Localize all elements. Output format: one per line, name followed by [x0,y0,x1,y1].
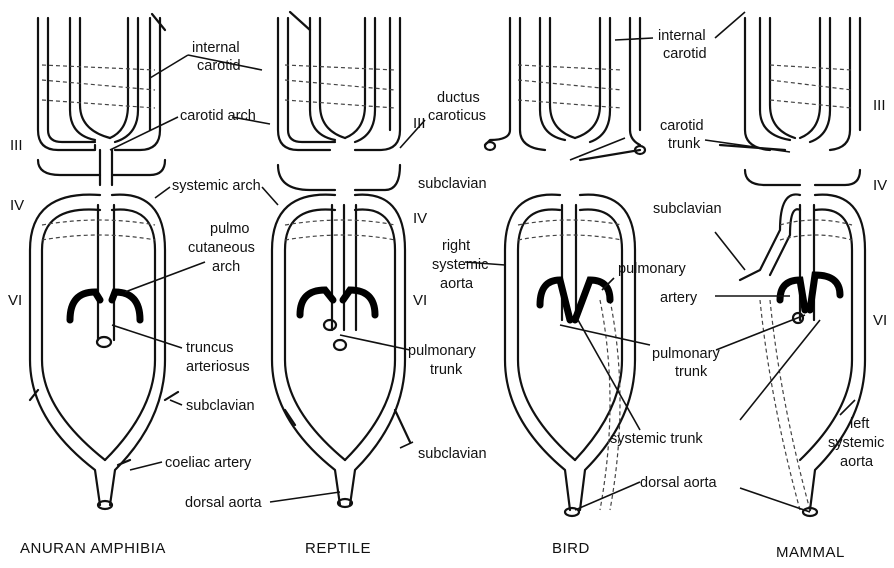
label-ductus-2: caroticus [428,108,486,124]
label-pulmo-1: pulmo [210,221,250,237]
mam-arch-III: III [873,97,886,114]
caption-reptile: REPTILE [305,540,371,557]
rep-arch-III: III [413,115,426,132]
amphibian-vessels [30,14,178,509]
rep-arch-VI: VI [413,292,427,309]
label-pulmo-2: cutaneous [188,240,255,256]
label-right-systemic-2: systemic [432,257,488,273]
label-coeliac-artery: coeliac artery [165,455,252,471]
caption-mammal: MAMMAL [776,544,845,561]
label-carotid-arch: carotid arch [180,108,256,124]
label-subclavian-rep: subclavian [418,446,487,462]
label-right-systemic-3: aorta [440,276,474,292]
label-truncus-1: truncus [186,340,234,356]
label-truncus-2: arteriosus [186,359,250,375]
reptile-vessels [272,12,410,507]
mam-arch-VI: VI [873,312,887,329]
label-dorsal-aorta-left: dorsal aorta [185,495,263,511]
label-pulmonary-artery-2: artery [660,290,698,306]
caption-bird: BIRD [552,540,590,557]
label-dorsal-aorta-right: dorsal aorta [640,475,718,491]
label-pulmonary-trunk-right-1: pulmonary [652,346,720,362]
label-subclavian-bird: subclavian [418,176,487,192]
amph-arch-III: III [10,137,23,154]
label-systemic-arch: systemic arch [172,178,261,194]
label-pulmonary-trunk-rep-2: trunk [430,362,463,378]
label-internal-carotid-left-1: internal [192,40,240,56]
label-internal-carotid-left-2: carotid [197,58,241,74]
label-internal-carotid-right-2: carotid [663,46,707,62]
label-left-systemic-1: left [850,416,869,432]
label-ductus-1: ductus [437,90,480,106]
label-internal-carotid-right-1: internal [658,28,706,44]
amph-arch-IV: IV [10,197,24,214]
label-systemic-trunk: systemic trunk [610,431,703,447]
label-carotid-trunk-1: carotid [660,118,704,134]
label-carotid-trunk-2: trunk [668,136,701,152]
label-subclavian-mammal: subclavian [653,201,722,217]
label-left-systemic-3: aorta [840,454,874,470]
label-pulmo-3: arch [212,259,240,275]
mam-arch-IV: IV [873,177,887,194]
label-pulmonary-trunk-rep-1: pulmonary [408,343,476,359]
caption-anuran-amphibia: ANURAN AMPHIBIA [20,540,166,557]
label-pulmonary-artery-1: pulmonary [618,261,686,277]
amph-arch-VI: VI [8,292,22,309]
rep-arch-IV: IV [413,210,427,227]
label-pulmonary-trunk-right-2: trunk [675,364,708,380]
label-right-systemic-1: right [442,238,470,254]
label-left-systemic-2: systemic [828,435,884,451]
label-subclavian-amph: subclavian [186,398,255,414]
